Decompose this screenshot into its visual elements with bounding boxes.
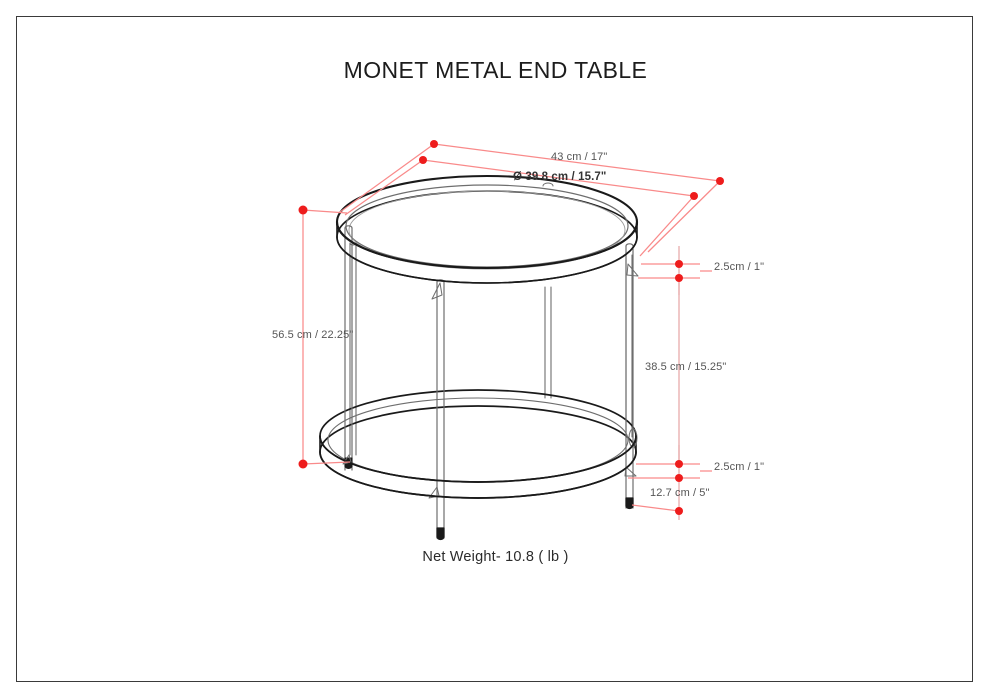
dimension-label-overall-width: 43 cm / 17" [551,151,608,163]
top-rim-front-arc [335,220,639,284]
front-leg-right [625,243,634,510]
page-title: MONET METAL END TABLE [343,57,648,83]
dimension-label-floor-clearance: 12.7 cm / 5" [650,487,710,499]
dimension-endpoints [298,140,724,515]
shelf-hardware-detail [628,428,638,448]
dimension-line-overall-height [302,209,351,465]
front-leg-left [344,225,353,471]
dimension-label-overall-height: 56.5 cm / 22.25" [272,329,354,341]
net-weight-label: Net Weight- 10.8 ( lb ) [422,549,569,565]
rear-support-tube [544,286,552,399]
dimension-label-top-diameter: Ø 39.8 cm / 15.7" [513,171,607,183]
shelf-front-arc [319,435,637,499]
dimension-label-top-rim-thickness: 2.5cm / 1" [714,261,765,273]
dimension-extension-right-lower [628,445,712,520]
dimension-label-shelf-rim-thickness: 2.5cm / 1" [714,461,765,473]
dimension-extension-right-upper [638,246,712,295]
dimension-label-shelf-clearance: 38.5 cm / 15.25" [645,361,727,373]
dimension-line-top-diameter [344,159,695,257]
dimension-line-overall-width [339,143,721,253]
